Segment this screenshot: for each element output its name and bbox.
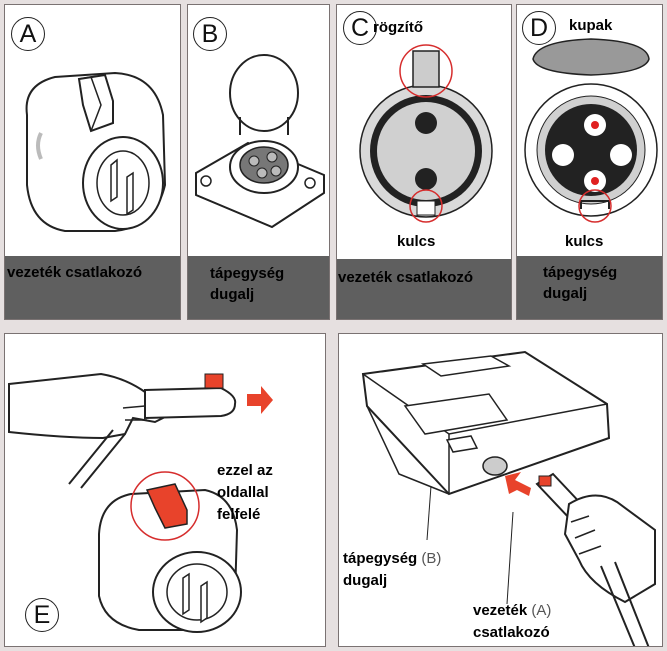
panel-b: B tápegység dugalj: [187, 4, 330, 320]
connector-label-ref: (A): [531, 602, 552, 619]
panel-a: A vezeték csatlakozó: [4, 4, 181, 320]
caption-b: tápegység dugalj: [188, 256, 329, 319]
orientation-illustration: [8, 372, 273, 633]
panel-letter-a: A: [11, 17, 45, 51]
caption-d-line1: tápegység: [543, 264, 618, 281]
caption-b-line1: tápegység: [210, 265, 285, 282]
socket-illustration: [195, 54, 325, 229]
panel-c: C rögzítő kulcs vezeték csatlakozó: [336, 4, 512, 320]
caption-d: tápegység dugalj: [517, 256, 662, 319]
caption-c: vezeték csatlakozó: [337, 259, 511, 319]
caption-a: vezeték csatlakozó: [5, 256, 180, 319]
socket-label: tápegység (B): [343, 548, 441, 569]
orientation-note-line1: ezzel az: [217, 462, 273, 479]
panel-d: D kupak kulcs tápegység dugalj: [516, 4, 663, 320]
retainer-label: rögzítő: [373, 19, 423, 36]
connector-face-illustration: [359, 44, 493, 223]
panel-letter-d: D: [522, 11, 556, 45]
connector-label: vezeték (A): [473, 600, 551, 621]
panel-e: ezzel az oldallal felfelé E: [4, 333, 326, 647]
socket-label-line2: dugalj: [343, 572, 388, 589]
caption-b-line2: dugalj: [210, 286, 255, 303]
panel-letter-e: E: [25, 598, 59, 632]
socket-label-line1: tápegység: [343, 550, 418, 567]
connector-illustration: [25, 71, 167, 232]
connector-label-line2: csatlakozó: [473, 624, 550, 641]
key-label-c: kulcs: [397, 233, 436, 250]
caption-a-text: vezeték csatlakozó: [7, 264, 143, 281]
cap-label: kupak: [569, 17, 613, 34]
socket-label-ref: (B): [421, 550, 442, 567]
socket-face-illustration: [524, 38, 658, 223]
panel-f: tápegység (B) dugalj vezeték (A) csatlak…: [338, 333, 663, 647]
panel-letter-b: B: [193, 17, 227, 51]
caption-d-line2: dugalj: [543, 285, 588, 302]
connector-label-line1: vezeték: [473, 602, 528, 619]
caption-c-text: vezeték csatlakozó: [338, 269, 474, 286]
panel-letter-c: C: [343, 11, 377, 45]
key-label-d: kulcs: [565, 233, 604, 250]
orientation-note-line3: felfelé: [217, 506, 261, 523]
connection-illustration: [361, 350, 656, 646]
orientation-note-line2: oldallal: [217, 484, 269, 501]
